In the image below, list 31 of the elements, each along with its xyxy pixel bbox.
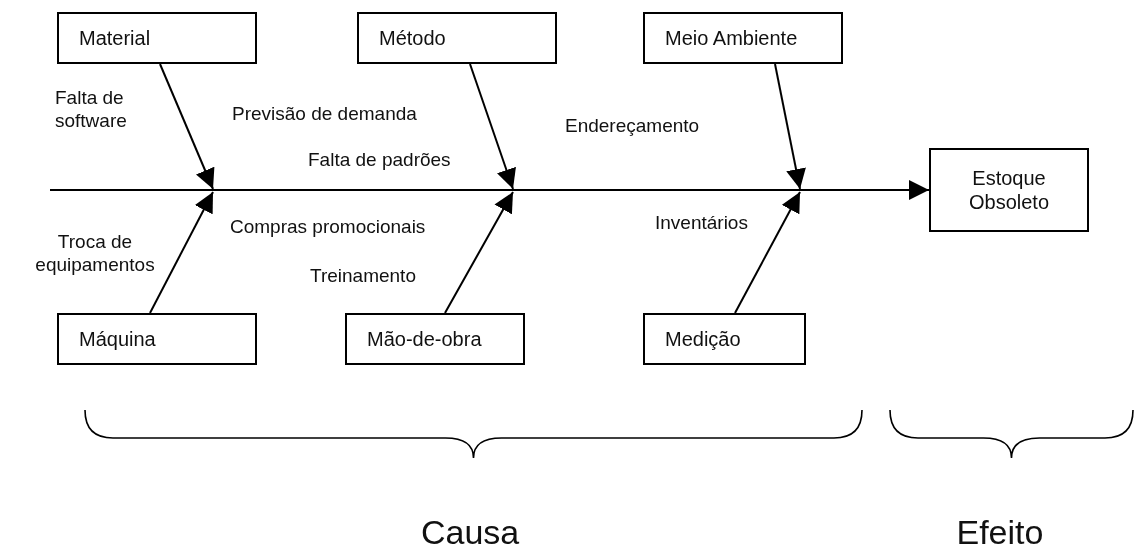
box-label: Estoque Obsoleto: [967, 166, 1051, 214]
cause-category-box: [57, 313, 257, 365]
arrow: [774, 63, 806, 190]
cause-label: Compras promocionais: [230, 215, 426, 238]
arrow: [469, 63, 516, 190]
cause-label: Endereçamento: [565, 114, 700, 137]
cause-label: Previsão de demanda: [232, 102, 417, 125]
box-label: Medição: [665, 327, 741, 351]
cause-category-box: [643, 313, 806, 365]
section-heading: Efeito: [956, 512, 1044, 553]
cause-label: Falta de software: [55, 86, 128, 132]
cause-label: Troca de equipamentos: [34, 230, 156, 276]
cause-category-box: [57, 12, 257, 64]
arrow: [444, 191, 514, 314]
box-label: Meio Ambiente: [665, 26, 798, 50]
cause-category-box: [345, 313, 525, 365]
box-label: Material: [79, 26, 151, 50]
effect-box: [929, 148, 1089, 232]
section-heading: Causa: [421, 512, 520, 553]
box-label: Método: [379, 26, 446, 50]
cause-label: Treinamento: [310, 264, 416, 287]
arrow: [49, 180, 930, 200]
arrow: [159, 63, 215, 190]
arrow: [734, 191, 801, 314]
box-label: Máquina: [79, 327, 156, 351]
arrow: [149, 191, 214, 314]
cause-label: Inventários: [655, 211, 748, 234]
box-label: Mão-de-obra: [367, 327, 482, 351]
cause-category-box: [643, 12, 843, 64]
cause-category-box: [357, 12, 557, 64]
cause-label: Falta de padrões: [308, 148, 451, 171]
